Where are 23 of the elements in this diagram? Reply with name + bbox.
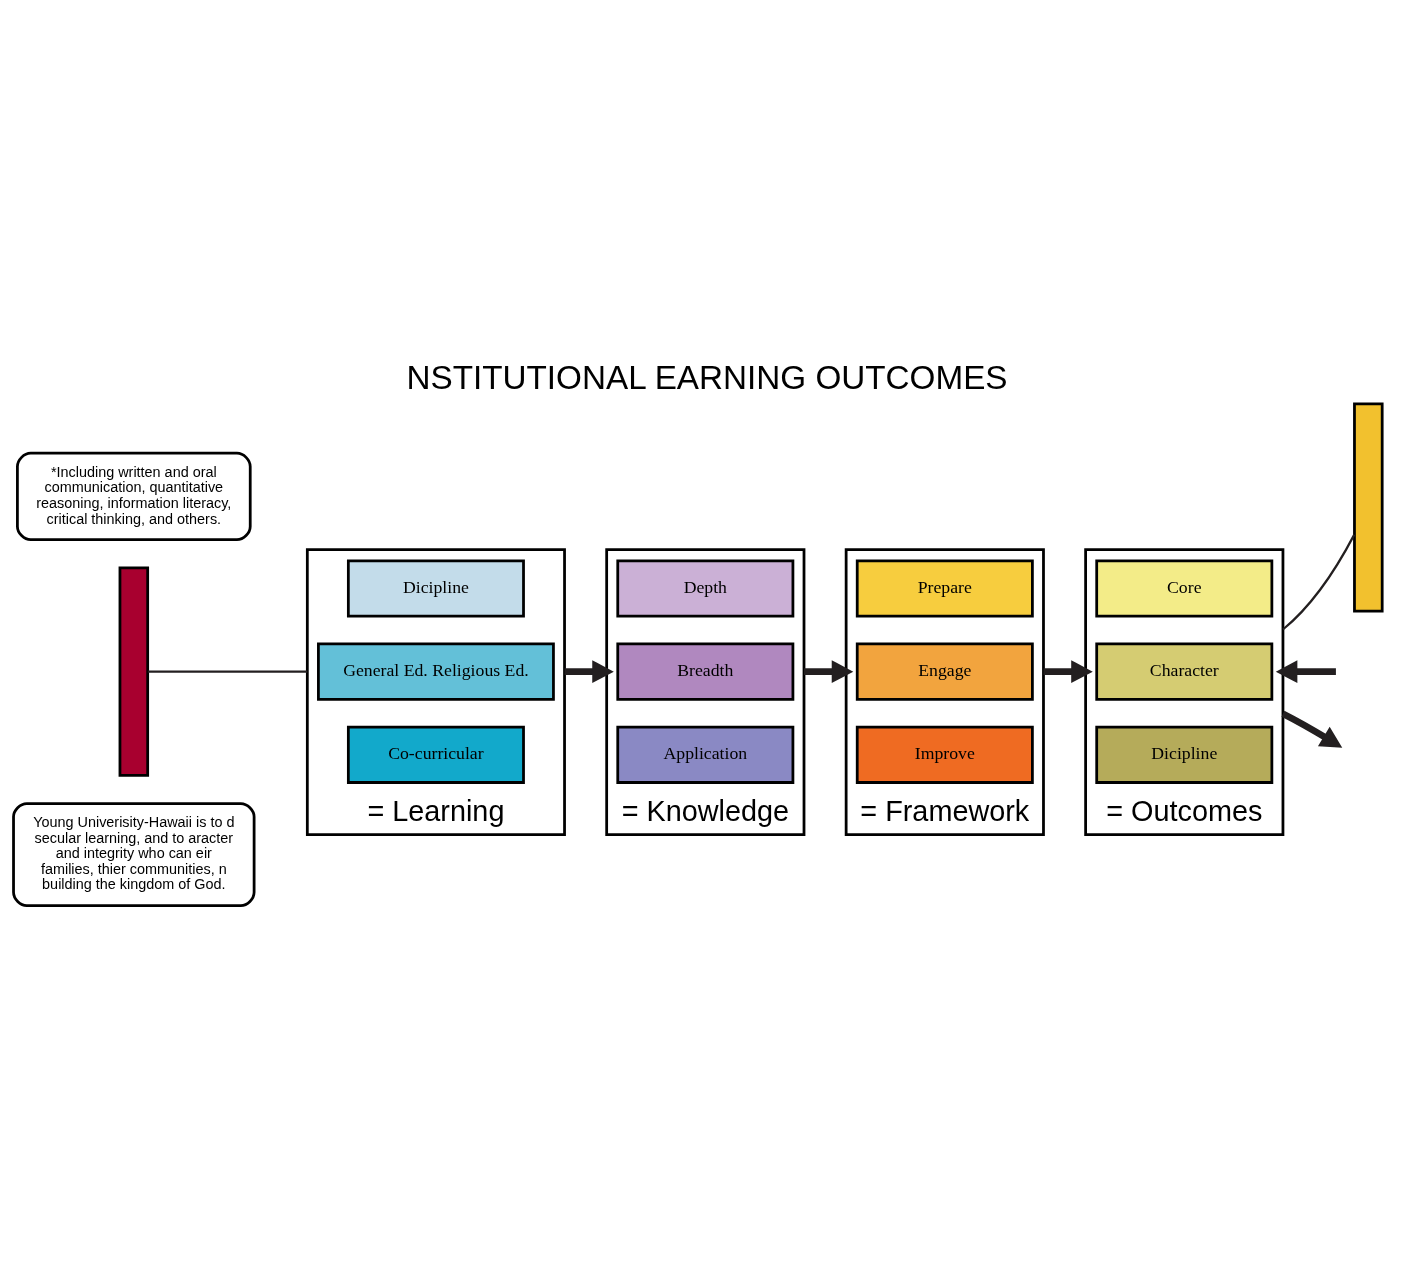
connector	[1282, 533, 1356, 630]
node-box: Improve	[855, 725, 1034, 784]
node-box: Character	[1095, 642, 1274, 701]
node-box: General Ed. Religious Ed.	[317, 642, 555, 701]
arrow	[564, 659, 614, 683]
node-box: Depth	[616, 558, 795, 618]
node-box: Breadth	[616, 642, 795, 701]
node-box: Co-curricular	[346, 725, 525, 784]
node-box: Engage	[855, 642, 1034, 701]
diagram-title: NSTITUTIONAL EARNING OUTCOMES	[406, 358, 1008, 396]
node-bar	[118, 566, 150, 777]
node-bar	[1353, 402, 1384, 613]
node-box: Application	[616, 725, 795, 784]
node-box: Dicipline	[1095, 725, 1274, 784]
arrow	[804, 659, 854, 683]
node-box: *Including written and oral communication, quantitative reasoning, information literacy, critical thinking, and others.	[16, 451, 252, 541]
node-box: Prepare	[855, 558, 1034, 618]
connector	[147, 670, 308, 673]
node-box: Core	[1095, 558, 1274, 618]
node-box: Young Univerisity-Hawaii is to d secular learning, and to aracter and integrity who can eir families, thier communities, n building the kingdom of God.	[12, 801, 256, 907]
arrow	[1281, 710, 1343, 748]
node-box: Dicipline	[346, 558, 525, 618]
arrow	[1043, 659, 1093, 683]
